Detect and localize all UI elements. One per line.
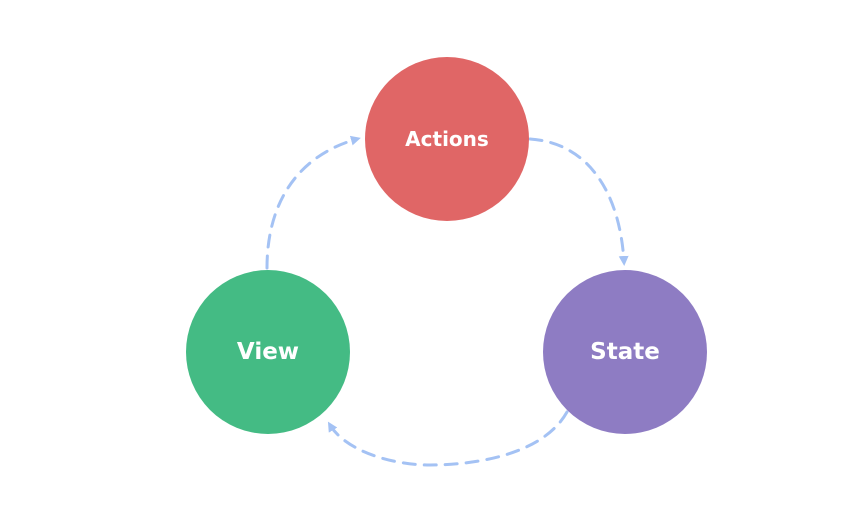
node-actions-label: Actions — [405, 127, 489, 151]
arrow-actions-to-state — [528, 137, 629, 266]
node-actions-circle — [365, 57, 529, 221]
node-view-label: View — [237, 339, 299, 365]
node-state: State — [543, 270, 707, 434]
node-view: View — [186, 270, 350, 434]
node-state-circle — [543, 270, 707, 434]
arrow-view-to-actions — [265, 135, 361, 270]
node-view-circle — [186, 270, 350, 434]
arrow-state-to-view — [327, 410, 569, 467]
node-actions: Actions — [365, 57, 529, 221]
node-state-label: State — [590, 339, 660, 365]
